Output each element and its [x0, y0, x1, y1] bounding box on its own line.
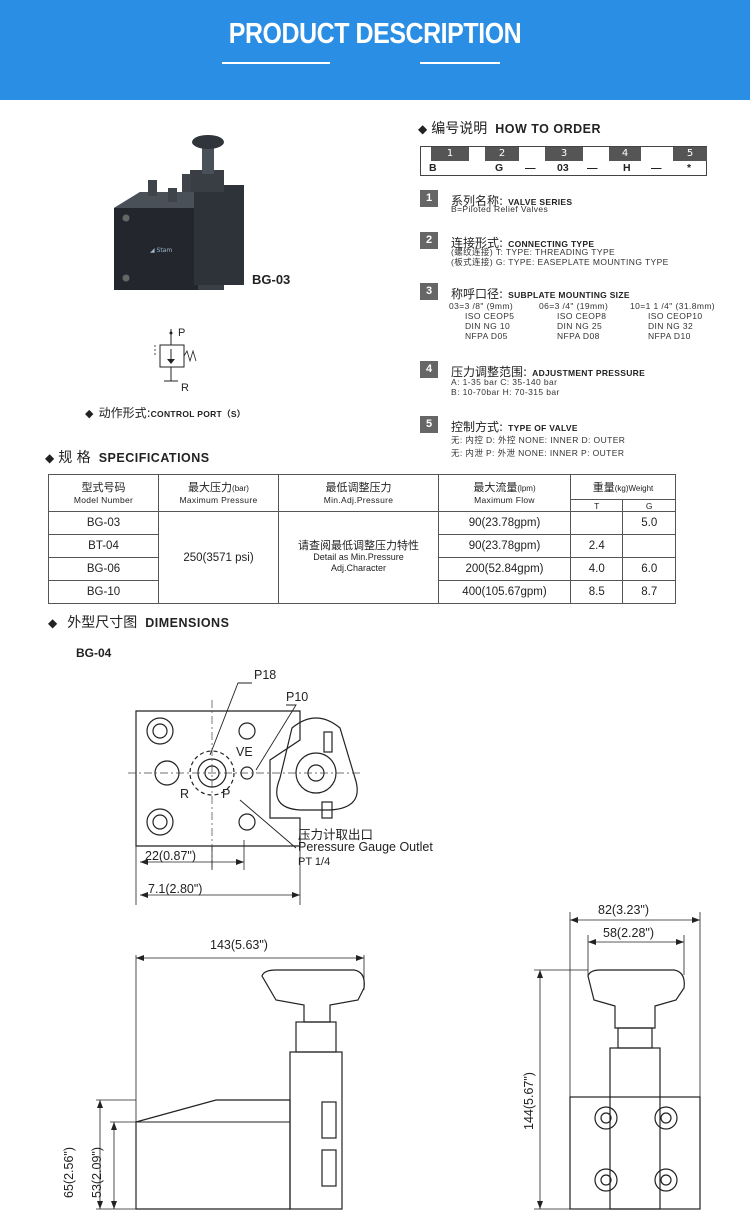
label-gauge-en: Peressure Gauge Outlet	[298, 840, 433, 854]
diamond-icon: ◆	[45, 451, 55, 465]
code-val-g: G	[495, 162, 504, 174]
label-r: R	[180, 787, 190, 801]
control-port-label: ◆ 动作形式:CONTROL PORT（S）	[85, 406, 246, 420]
header-banner: PRODUCT DESCRIPTION	[0, 0, 750, 100]
diamond-icon: ◆	[418, 122, 428, 136]
symbol-port-r: R	[181, 382, 189, 394]
dimensions-model: BG-04	[76, 646, 112, 660]
code-val-star: *	[687, 162, 692, 174]
label-d144: 144(5.67")	[522, 1072, 536, 1130]
code-val-dash2: —	[587, 162, 598, 174]
diamond-icon: ◆	[48, 616, 58, 630]
code-num-1: 1	[431, 147, 469, 161]
table-row: BG-06 200(52.84gpm) 4.0 6.0	[48, 557, 676, 581]
label-d65: 65(2.56")	[62, 1147, 76, 1198]
order-code-bar: 1 2 3 4 5 B G — 03 — H — *	[420, 146, 707, 176]
label-p: P	[222, 787, 231, 801]
label-d58: 58(2.28")	[603, 926, 654, 940]
label-d143: 143(5.63")	[210, 938, 268, 952]
code-val-h: H	[623, 162, 631, 174]
label-d82: 82(3.23")	[598, 903, 649, 917]
label-d71: 7.1(2.80")	[148, 882, 203, 896]
label-gauge-cn: 压力计取出口	[298, 828, 374, 842]
label-d22: 22(0.87")	[145, 849, 196, 863]
label-d53: 53(2.09")	[90, 1147, 104, 1198]
label-ve: VE	[236, 745, 253, 759]
hydraulic-symbol	[154, 329, 197, 382]
code-num-3: 3	[545, 147, 583, 161]
code-num-2: 2	[485, 147, 519, 161]
product-model-label: BG-03	[252, 272, 291, 287]
banner-underline-left	[222, 62, 330, 64]
banner-underline-right	[420, 62, 500, 64]
code-num-5: 5	[673, 147, 707, 161]
symbol-port-p: P	[178, 327, 186, 339]
col-flow: 最大流量(lpm)Maximum Flow	[438, 474, 571, 512]
svg-text:◢ Stam: ◢ Stam	[150, 247, 172, 254]
code-num-4: 4	[609, 147, 641, 161]
col-weight: 重量(kg)Weight	[570, 474, 676, 500]
label-gauge-pt: PT 1/4	[298, 856, 331, 868]
code-val-03: 03	[557, 162, 569, 174]
code-val-dash1: —	[525, 162, 536, 174]
code-val-b: B	[429, 162, 437, 174]
label-p10: P10	[286, 690, 309, 704]
code-val-dash3: —	[651, 162, 662, 174]
banner-title: PRODUCT DESCRIPTION	[228, 18, 522, 50]
table-row: BG-10 400(105.67gpm) 8.5 8.7	[48, 580, 676, 604]
diamond-icon: ◆	[85, 407, 94, 420]
label-p18: P18	[254, 668, 277, 682]
min-adj-cell: 请查阅最低调整压力特性 Detail as Min.Pressure Adj.C…	[278, 511, 439, 604]
pressure-cell: 250(3571 psi)	[158, 511, 279, 604]
valve-photo: ◢ Stam	[114, 135, 244, 290]
